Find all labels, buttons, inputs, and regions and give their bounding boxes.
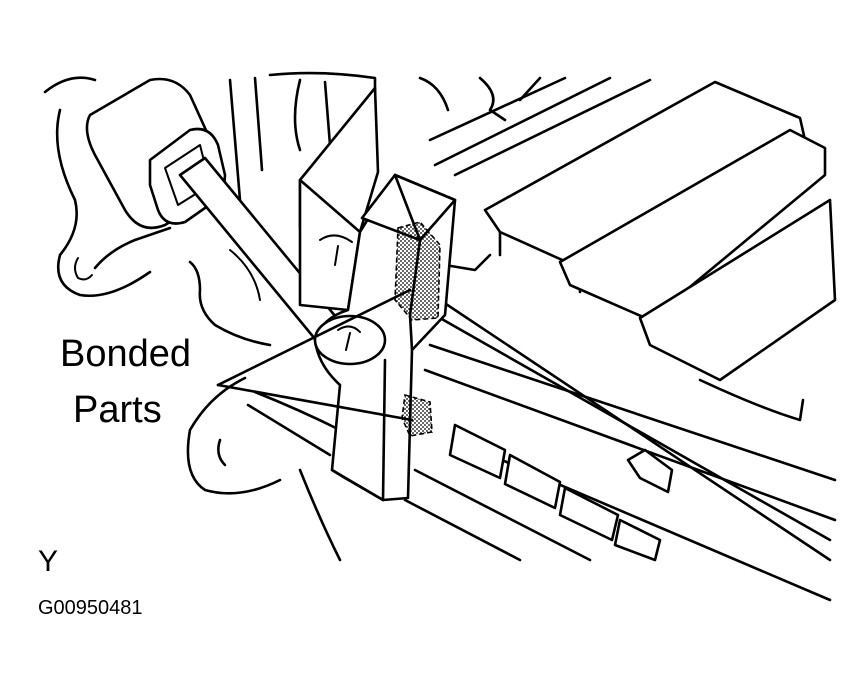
- figure-code: G00950481: [38, 597, 143, 619]
- bracket: [298, 86, 457, 502]
- bonded-areas: [394, 221, 441, 437]
- rails: [403, 298, 837, 602]
- rail-tabs: [448, 423, 674, 562]
- housing-outline: [43, 71, 542, 298]
- bonded-parts-label-line1: Bonded: [60, 333, 192, 375]
- module-blocks: [428, 76, 837, 422]
- leader-lines: [216, 288, 414, 422]
- lower-housing: [186, 376, 342, 562]
- bonded-parts-label-line2: Parts: [73, 389, 162, 431]
- view-letter: Y: [38, 545, 59, 578]
